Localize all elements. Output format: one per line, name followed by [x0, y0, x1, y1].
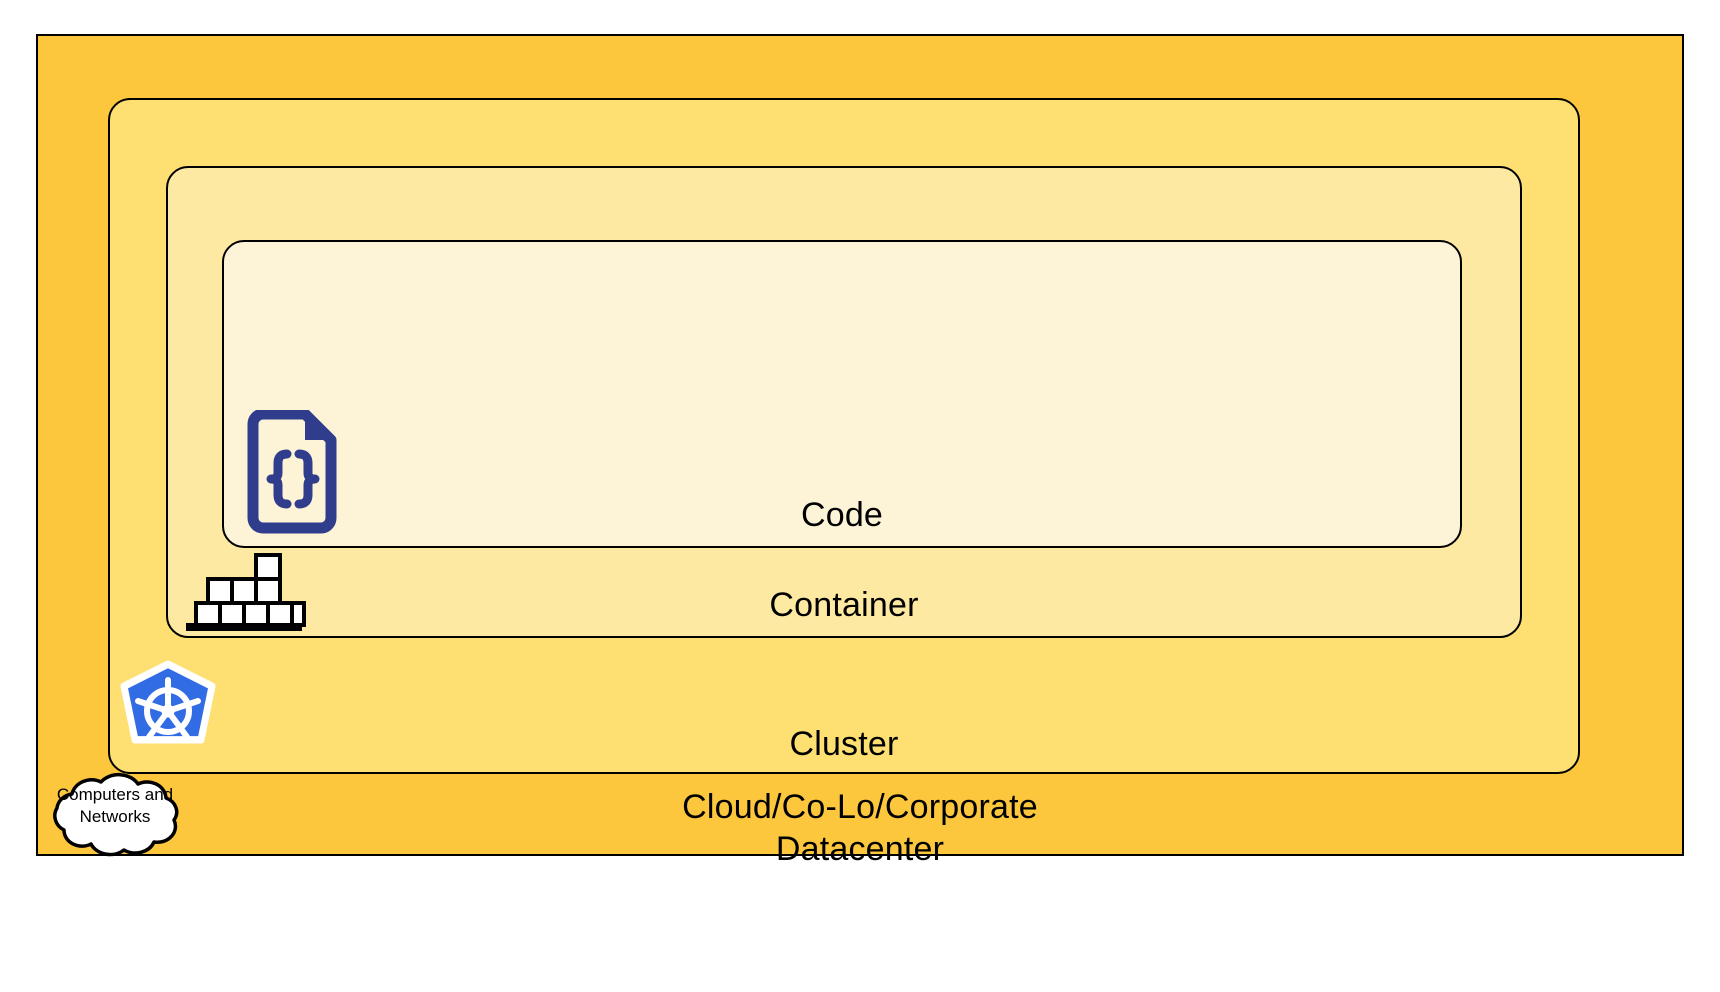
- layer-code[interactable]: [222, 240, 1462, 548]
- container-boxes-icon: [182, 551, 306, 631]
- layer-label-datacenter: Cloud/Co-Lo/Corporate Datacenter: [682, 788, 1038, 868]
- layer-label-code: Code: [800, 496, 884, 534]
- computers-and-networks-cloud[interactable]: [34, 768, 196, 864]
- kubernetes-helm-icon: [114, 650, 222, 768]
- layer-label-cluster: Cluster: [789, 725, 899, 763]
- layer-label-container: Container: [769, 586, 919, 624]
- code-file-icon: [243, 408, 339, 538]
